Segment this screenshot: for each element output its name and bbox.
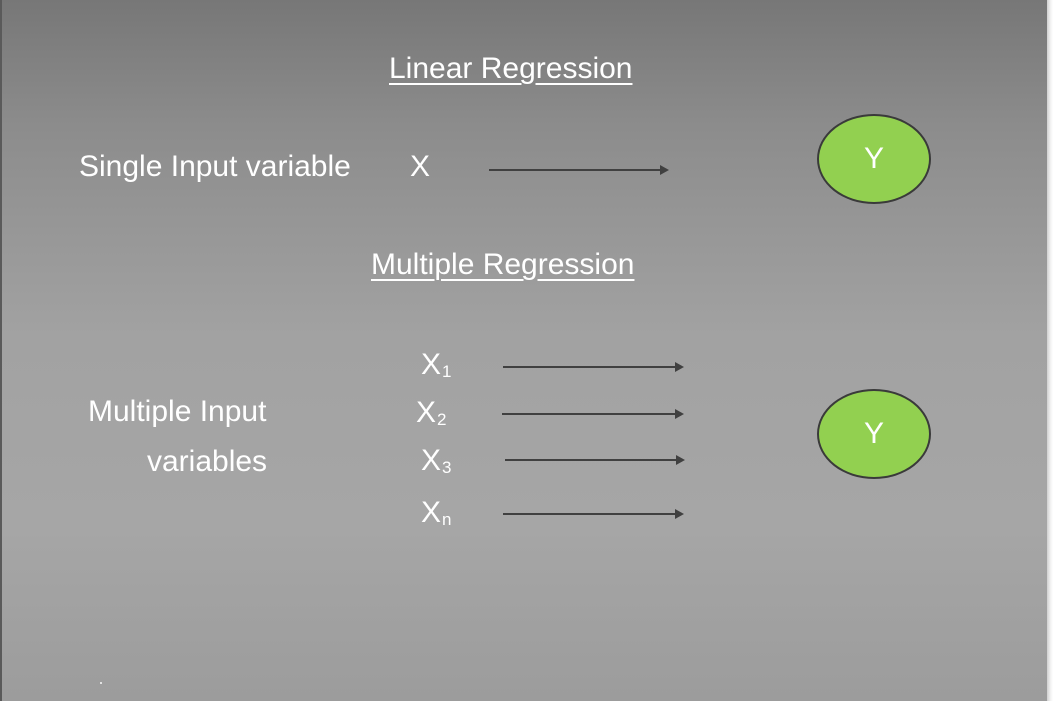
input-x3-arrow [505,455,685,465]
slide-left-edge [0,0,2,701]
input-x2-base: X [416,396,437,429]
input-x2: X2 [416,396,447,429]
input-x3-subscript: 3 [442,458,452,477]
input-x2-subscript: 2 [437,410,447,429]
single-input-label: Single Input variable [79,150,351,183]
multiple-regression-heading: Multiple Regression [371,248,635,281]
slide-right-edge [1047,0,1053,701]
multiple-output-node: Y [817,389,931,479]
single-input-symbol: X [410,150,431,183]
input-x3: X3 [421,444,452,477]
stray-pixel [100,682,102,684]
input-x3-base: X [421,444,442,477]
input-x1: X1 [421,348,452,381]
multiple-input-label-line1: Multiple Input [88,395,267,428]
linear-output-node: Y [817,114,931,204]
input-x1-subscript: 1 [442,362,452,381]
input-xn-arrow [503,509,684,519]
input-xn: Xn [421,496,452,529]
input-x1-arrow [503,362,684,372]
input-x2-arrow [502,409,684,419]
input-xn-base: X [421,496,442,529]
linear-output-label: Y [863,142,884,175]
linear-regression-heading: Linear Regression [389,52,633,85]
single-input-arrow [489,165,669,175]
input-xn-subscript: n [442,510,452,529]
multiple-output-label: Y [863,417,884,450]
multiple-input-label-line2: variables [147,445,268,478]
input-x1-base: X [421,348,442,381]
